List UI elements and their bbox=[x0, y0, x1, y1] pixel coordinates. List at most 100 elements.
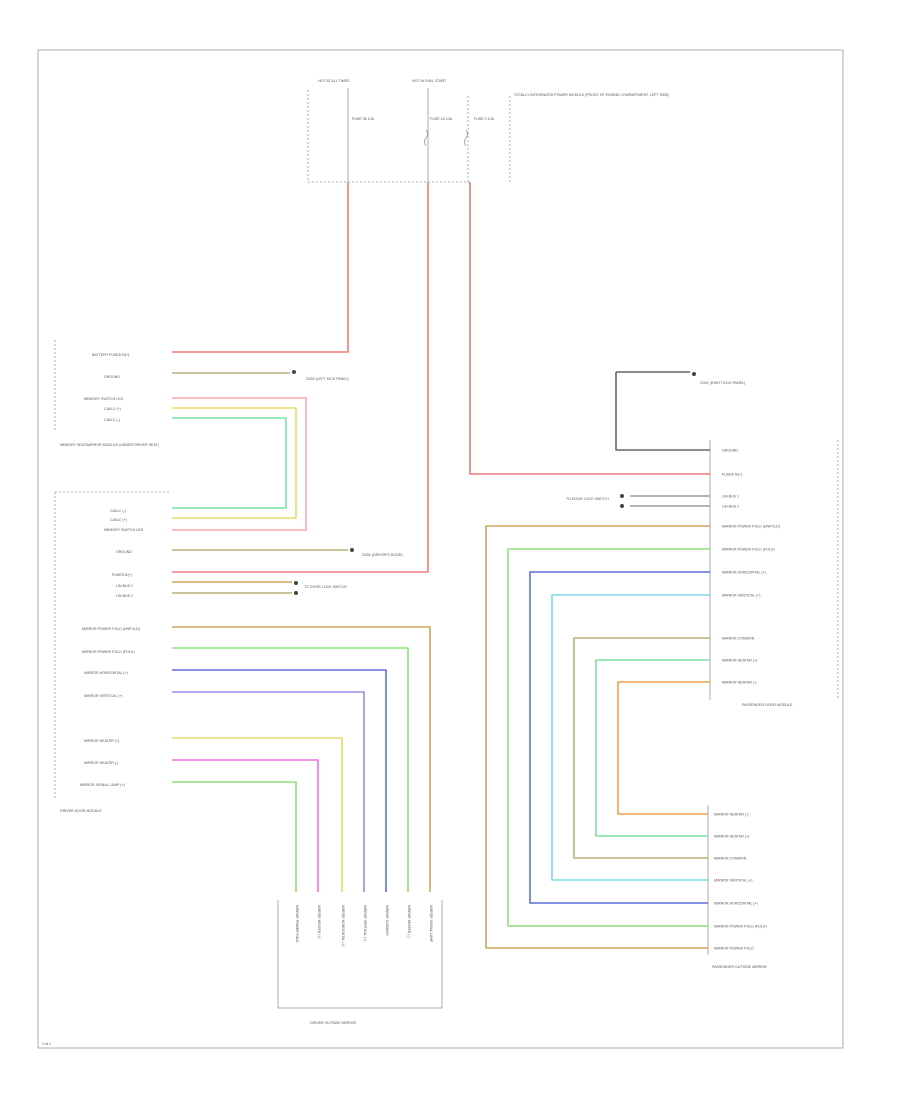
ground-label-1: G300 (LEFT KICK PANEL) bbox=[306, 377, 349, 381]
wires bbox=[172, 182, 710, 949]
fuse-label-1: FUSE 36 10A bbox=[352, 117, 375, 121]
passenger-door-pin: MIRROR POWER FOLD (FOLD) bbox=[722, 548, 775, 552]
wire-led bbox=[172, 397, 307, 531]
source-label-1: HOT AT ALL TIMES bbox=[318, 79, 350, 83]
wire-p-common bbox=[573, 637, 710, 859]
driver-door-name: DRIVER DOOR MODULE bbox=[60, 809, 102, 813]
memory-seat-pin: BATTERY FUSED B(+) bbox=[92, 353, 129, 357]
wire-can-plus bbox=[172, 407, 297, 519]
driver-door-pin: MEMORY SWITCH LED bbox=[104, 528, 144, 532]
memory-seat-name: MEMORY SEAT/MIRROR MODULE (UNDER DRIVER … bbox=[60, 443, 159, 447]
driver-mirror-pin: MIRROR HORIZONTAL (+) bbox=[341, 905, 345, 946]
lin-note-left: TO DOOR LOCK SWITCH bbox=[304, 585, 347, 589]
driver-door-pin: MIRROR POWER FOLD (UNFOLD) bbox=[82, 627, 140, 631]
ground-symbol bbox=[620, 504, 624, 508]
passenger-mirror-pin: MIRROR POWER FOLD (FOLD) bbox=[714, 925, 767, 929]
driver-door-module: DRIVER DOOR MODULE CAN-C (-) CAN-C (+) M… bbox=[54, 491, 170, 813]
ground-symbol bbox=[692, 372, 696, 376]
grounds: G300 (LEFT KICK PANEL) G302 (DRIVER'S DO… bbox=[292, 370, 745, 595]
passenger-door-name: PASSENGER DOOR MODULE bbox=[742, 703, 793, 707]
ground-symbol bbox=[350, 548, 354, 552]
wire-p-horizontal bbox=[529, 571, 710, 904]
driver-door-pin: CAN-C (+) bbox=[110, 518, 127, 522]
passenger-door-pin: LIN BUS 1 bbox=[722, 495, 739, 499]
passenger-mirror-pin: MIRROR HEATER (+) bbox=[714, 835, 749, 839]
wire-battery-feed bbox=[172, 182, 349, 353]
wire-vertical bbox=[172, 691, 365, 892]
driver-door-pin: MIRROR POWER FOLD (FOLD) bbox=[82, 650, 135, 654]
fuse-label-3: FUSE 3 10A bbox=[474, 117, 495, 121]
wire-pass-ground-b bbox=[615, 372, 710, 451]
passenger-door-pin: LIN BUS 2 bbox=[722, 505, 739, 509]
memory-seat-pin: MEMORY SWITCH LED bbox=[84, 397, 124, 401]
fuse-symbol-1 bbox=[424, 129, 428, 147]
passenger-door-pin: MIRROR HEATER (+) bbox=[722, 659, 757, 663]
driver-mirror-pin: MIRROR VERTICAL (+) bbox=[363, 905, 367, 941]
source-label-2: HOT IN RUN, START bbox=[412, 79, 447, 83]
ground-symbol bbox=[292, 370, 296, 374]
driver-door-pin: MIRROR VERTICAL (+) bbox=[84, 694, 122, 698]
memory-seat-pin: GROUND bbox=[104, 375, 120, 379]
wire-p-fold-unfold bbox=[485, 525, 710, 949]
driver-mirror-pin: MIRROR SIGNAL LAMP bbox=[429, 905, 433, 943]
wire-passenger-feed bbox=[469, 182, 710, 475]
passenger-door-pin: MIRROR VERTICAL (+) bbox=[722, 594, 760, 598]
wire-p-heater-plus bbox=[595, 659, 710, 837]
passenger-door-pin: MIRROR HORIZONTAL (+) bbox=[722, 571, 766, 575]
ground-label-2: G301 (RIGHT KICK PANEL) bbox=[700, 381, 745, 385]
wire-p-heater-minus bbox=[617, 681, 710, 815]
diagram-frame bbox=[37, 49, 844, 1049]
passenger-outside-mirror: PASSENGER OUTSIDE MIRROR MIRROR HEATER (… bbox=[707, 805, 767, 969]
driver-mirror-name: DRIVER OUTSIDE MIRROR bbox=[310, 1021, 357, 1025]
wire-signal bbox=[172, 781, 297, 892]
driver-door-pin: LIN BUS 1 bbox=[116, 584, 133, 588]
wire-door-feed bbox=[172, 182, 429, 573]
fuse-symbol-2 bbox=[464, 129, 468, 147]
driver-outside-mirror: DRIVER OUTSIDE MIRROR MIRROR POWER FOLD M… bbox=[277, 900, 443, 1025]
ground-label-3: G302 (DRIVER'S DOOR) bbox=[362, 553, 403, 557]
passenger-door-pin: GROUND bbox=[722, 449, 738, 453]
wire-heater-plus bbox=[172, 737, 343, 892]
wire-fold bbox=[172, 647, 409, 892]
driver-door-pin: LIN BUS 2 bbox=[116, 594, 133, 598]
passenger-mirror-pin: MIRROR HORIZONTAL (+) bbox=[714, 902, 758, 906]
driver-door-pin: MIRROR SIGNAL LAMP (+) bbox=[80, 783, 125, 787]
wire-p-fold bbox=[507, 548, 710, 927]
passenger-mirror-pin: MIRROR HEATER (-) bbox=[714, 813, 748, 817]
driver-door-pin: MIRROR HEATER (+) bbox=[84, 739, 119, 743]
power-distribution: HOT AT ALL TIMES HOT IN RUN, START FUSE … bbox=[307, 79, 669, 183]
driver-door-pin: GROUND bbox=[116, 550, 132, 554]
passenger-mirror-pin: MIRROR POWER FOLD bbox=[714, 947, 754, 951]
passenger-door-module: PASSENGER DOOR MODULE GROUND FUSED B(+) LI… bbox=[709, 440, 839, 707]
passenger-door-pin: FUSED B(+) bbox=[722, 473, 742, 477]
passenger-door-pin: MIRROR COMMON bbox=[722, 637, 755, 641]
page-label: 1 of 2 bbox=[42, 1042, 51, 1046]
wire-heater-minus bbox=[172, 759, 319, 892]
driver-door-pin: MIRROR HORIZONTAL (+) bbox=[84, 671, 128, 675]
driver-mirror-pin: MIRROR POWER FOLD bbox=[295, 905, 299, 943]
wire-p-vertical bbox=[551, 594, 710, 881]
driver-mirror-pin: MIRROR HEATER (-) bbox=[407, 905, 411, 938]
passenger-mirror-pin: MIRROR VERTICAL (+) bbox=[714, 879, 752, 883]
driver-door-pin: CAN-C (-) bbox=[110, 509, 126, 513]
wire-fold-unfold bbox=[172, 626, 431, 892]
ground-symbol bbox=[294, 581, 298, 585]
passenger-mirror-name: PASSENGER OUTSIDE MIRROR bbox=[712, 965, 767, 969]
memory-seat-pin: CAN-C (-) bbox=[104, 418, 120, 422]
fuse-label-2: FUSE 18 10A bbox=[430, 117, 453, 121]
driver-door-pin: MIRROR HEATER (-) bbox=[84, 761, 118, 765]
ground-symbol bbox=[620, 494, 624, 498]
driver-door-pin: FUSED B(+) bbox=[112, 573, 132, 577]
wire-horizontal bbox=[172, 669, 387, 892]
lin-note-right: TO DOOR LOCK SWITCH bbox=[566, 497, 609, 501]
passenger-door-pin: MIRROR HEATER (-) bbox=[722, 681, 756, 685]
memory-seat-module: MEMORY SEAT/MIRROR MODULE (UNDER DRIVER … bbox=[54, 340, 159, 447]
wire-can-minus bbox=[172, 417, 287, 509]
passenger-door-pin: MIRROR POWER FOLD (UNFOLD) bbox=[722, 525, 780, 529]
driver-mirror-pin: MIRROR HEATER (+) bbox=[317, 905, 321, 938]
memory-seat-pin: CAN-C (+) bbox=[104, 407, 121, 411]
driver-mirror-pin: MIRROR COMMON bbox=[385, 905, 389, 936]
tipm-label: TOTALLY INTEGRATED POWER MODULE (FRONT O… bbox=[514, 93, 669, 97]
ground-symbol bbox=[294, 591, 298, 595]
